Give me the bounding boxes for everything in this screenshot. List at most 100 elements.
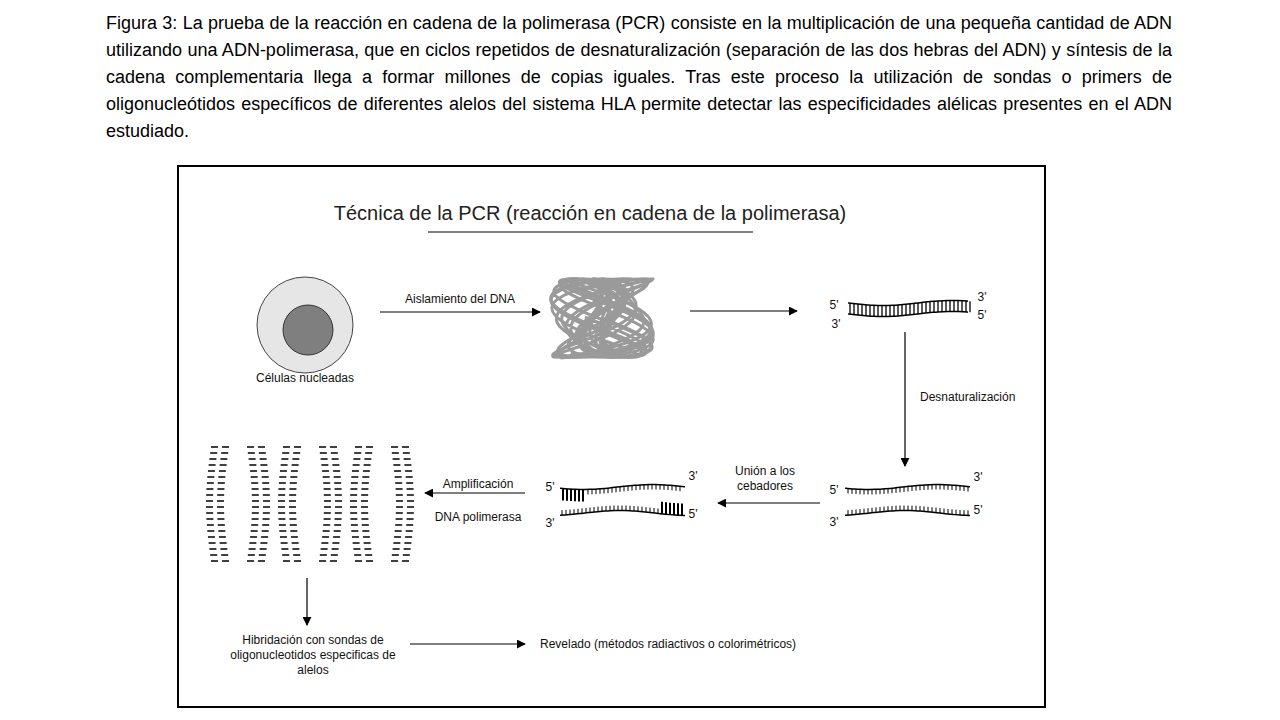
base-tick xyxy=(924,485,925,490)
copy-dash xyxy=(404,458,411,460)
base-tick xyxy=(616,487,617,492)
copy-dash xyxy=(282,554,289,556)
base-tick xyxy=(877,305,878,316)
base-tick xyxy=(652,485,653,490)
copy-dash xyxy=(354,452,361,454)
copy-dash xyxy=(324,488,331,490)
base-tick xyxy=(586,508,587,513)
copy-dash xyxy=(263,488,270,490)
copy-dash xyxy=(393,458,400,460)
strand-end: 3' xyxy=(832,317,841,332)
copy-dash xyxy=(362,482,369,484)
base-tick xyxy=(857,304,858,315)
copy-dash xyxy=(366,560,373,562)
copy-dash xyxy=(207,482,214,484)
copy-dash xyxy=(354,554,361,556)
base-tick xyxy=(868,489,869,494)
copy-dash xyxy=(258,560,265,562)
flow-arrow xyxy=(380,311,540,312)
copy-dash xyxy=(407,494,414,496)
copy-dash xyxy=(250,536,257,538)
base-tick xyxy=(864,509,865,514)
base-tick xyxy=(860,509,861,514)
base-tick xyxy=(885,305,886,316)
base-tick xyxy=(598,507,599,512)
copy-dash xyxy=(350,518,357,520)
copy-dash xyxy=(319,446,326,448)
copy-dash xyxy=(278,518,285,520)
strand-end: 3' xyxy=(546,516,555,531)
copy-dash xyxy=(263,518,270,520)
base-tick xyxy=(901,305,902,316)
copy-dash xyxy=(290,524,297,526)
base-tick xyxy=(893,305,894,316)
copy-dash xyxy=(323,530,330,532)
base-tick xyxy=(600,489,601,494)
base-tick xyxy=(562,510,563,515)
base-tick xyxy=(578,509,579,514)
base-tick xyxy=(896,488,897,493)
copy-dash xyxy=(248,554,255,556)
base-tick xyxy=(912,506,913,511)
flow-arrow xyxy=(410,643,525,644)
copy-dash xyxy=(320,452,327,454)
nucleus xyxy=(283,305,333,355)
base-tick xyxy=(897,305,898,316)
copy-dash xyxy=(222,560,229,562)
copy-dash xyxy=(406,482,413,484)
base-tick xyxy=(944,509,945,514)
base-tick xyxy=(968,487,969,492)
copy-dash xyxy=(251,476,258,478)
base-tick xyxy=(642,507,643,512)
copy-dash xyxy=(281,458,288,460)
copy-dash xyxy=(335,506,342,508)
base-tick xyxy=(892,488,893,493)
copy-dash xyxy=(206,494,213,496)
base-tick xyxy=(868,508,869,513)
copy-dash xyxy=(251,530,258,532)
base-tick xyxy=(940,508,941,513)
copy-dash xyxy=(391,446,398,448)
copy-dash xyxy=(289,518,296,520)
dna-tangle xyxy=(551,279,654,358)
base-tick xyxy=(650,508,651,513)
copy-dash xyxy=(364,464,371,466)
base-tick xyxy=(632,486,633,491)
base-tick xyxy=(917,303,918,314)
base-tick xyxy=(880,507,881,512)
copy-dash xyxy=(263,500,270,502)
copy-dash xyxy=(366,446,373,448)
copy-dash xyxy=(334,524,341,526)
copy-dash xyxy=(262,482,269,484)
copy-dash xyxy=(252,500,259,502)
copy-dash xyxy=(220,548,227,550)
base-tick xyxy=(856,489,857,494)
base-tick xyxy=(952,485,953,490)
copy-dash xyxy=(362,530,369,532)
base-tick xyxy=(640,485,641,490)
copy-dash xyxy=(260,548,267,550)
copy-dash xyxy=(219,536,226,538)
copy-dash xyxy=(351,524,358,526)
copy-dash xyxy=(249,458,256,460)
base-tick xyxy=(644,485,645,490)
base-tick xyxy=(624,486,625,491)
base-tick xyxy=(900,487,901,492)
copy-dash xyxy=(206,488,213,490)
base-tick xyxy=(606,506,607,511)
base-tick xyxy=(646,507,647,512)
base-tick xyxy=(905,304,906,315)
copy-dash xyxy=(335,500,342,502)
copy-dash xyxy=(292,464,299,466)
copy-dash xyxy=(396,506,403,508)
base-tick xyxy=(628,486,629,491)
copy-dash xyxy=(218,482,225,484)
copy-dash xyxy=(217,500,224,502)
base-tick xyxy=(856,509,857,514)
base-tick xyxy=(880,489,881,494)
dna-strand xyxy=(560,485,685,490)
base-tick xyxy=(929,302,930,313)
base-tick xyxy=(634,506,635,511)
base-tick xyxy=(608,488,609,493)
copy-dash xyxy=(262,530,269,532)
